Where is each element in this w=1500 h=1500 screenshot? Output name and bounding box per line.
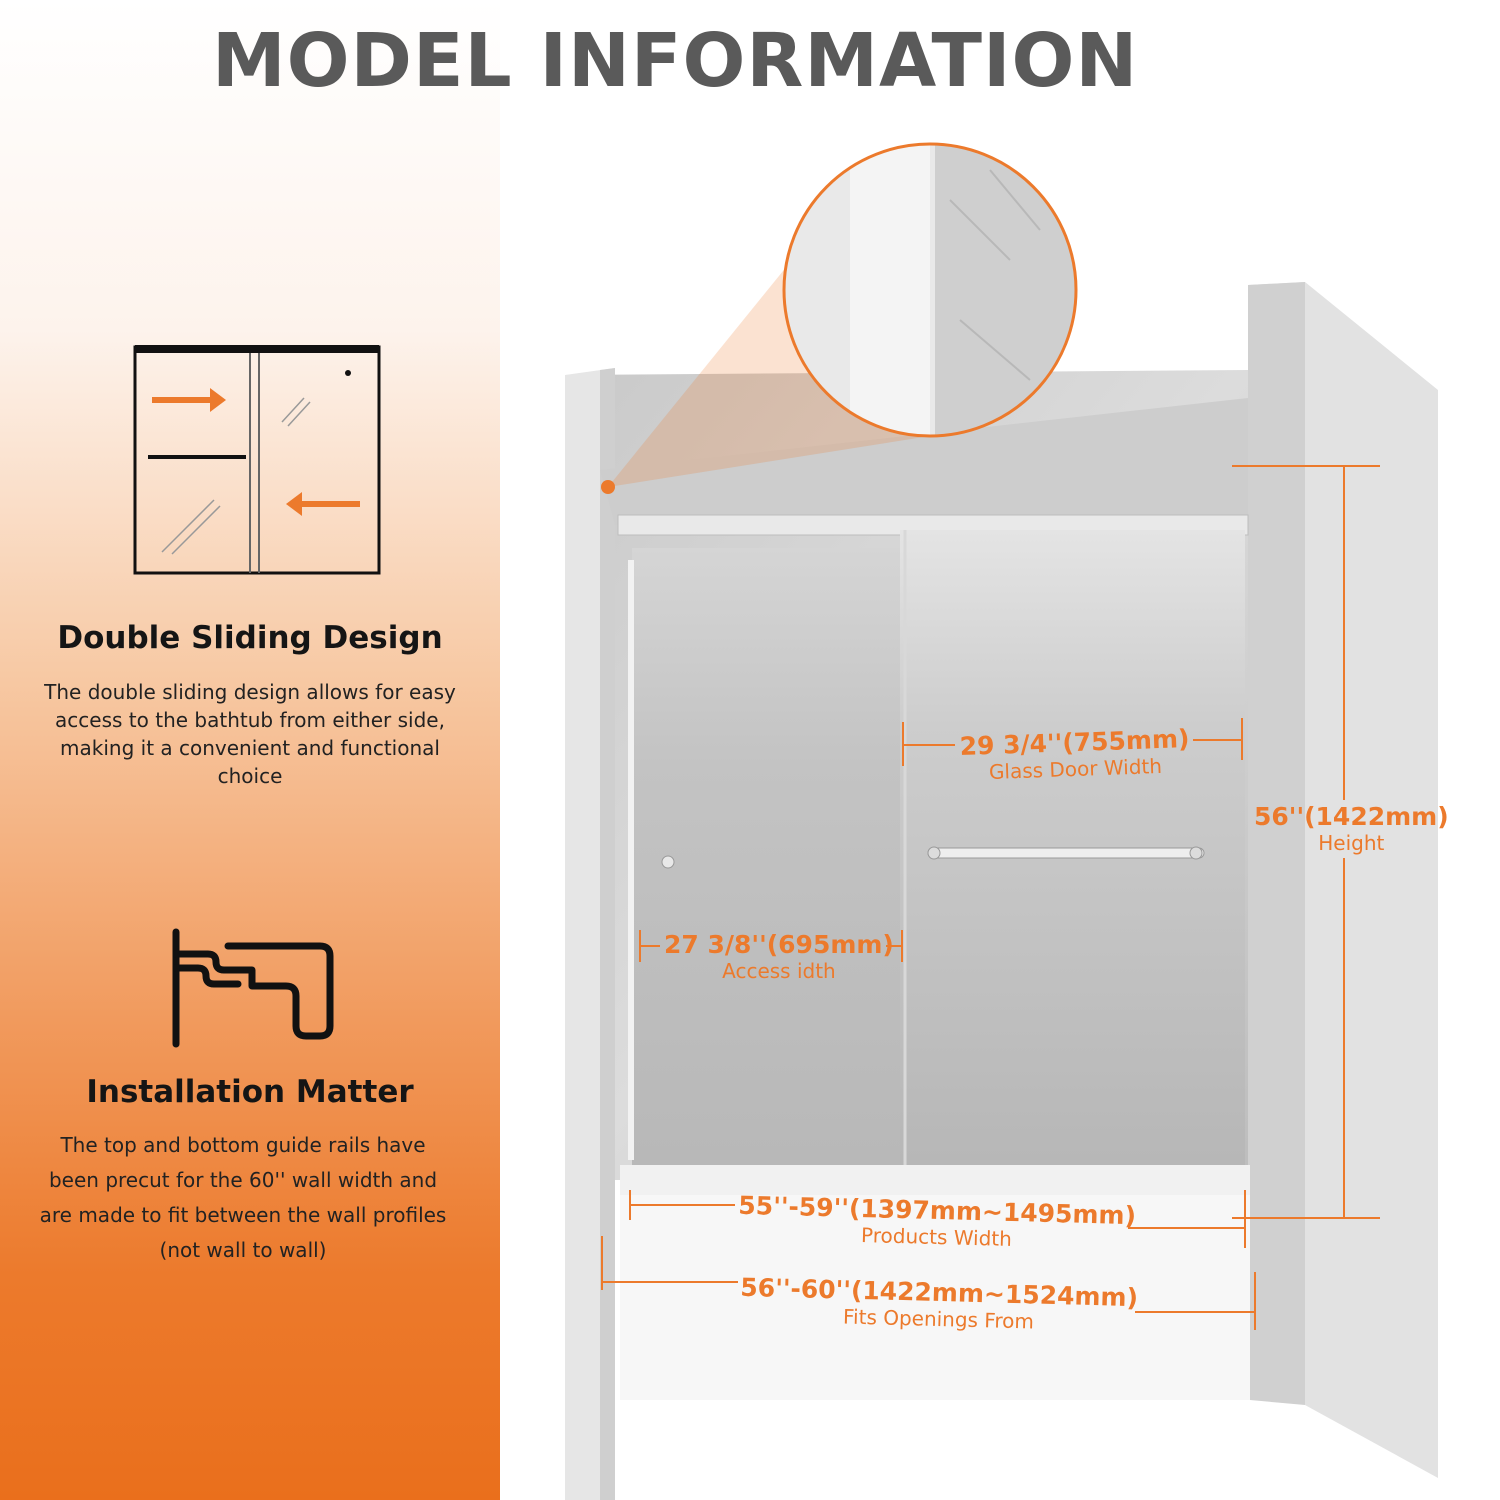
page-title: MODEL INFORMATION (212, 18, 1139, 104)
dim-label: Access idth (722, 959, 836, 983)
dim-access-width: 27 3/8''(695mm) Access idth (664, 930, 894, 983)
feature-desc-double-sliding: The double sliding design allows for eas… (20, 678, 480, 790)
desc-line: making it a convenient and functional (60, 736, 440, 760)
feature-title-installation: Installation Matter (86, 1074, 414, 1110)
desc-line: choice (217, 764, 283, 788)
dim-fits-openings: 56''-60''(1422mm~1524mm) Fits Openings F… (739, 1273, 1138, 1336)
dim-products-width: 55''-59''(1397mm~1495mm) Products Width (737, 1191, 1136, 1254)
desc-line: The top and bottom guide rails have (60, 1133, 426, 1157)
dim-height: 56''(1422mm) Height (1254, 802, 1449, 855)
dim-glass-door-width: 29 3/4''(755mm) Glass Door Width (959, 724, 1191, 785)
desc-line: The double sliding design allows for eas… (44, 680, 456, 704)
feature-title-double-sliding: Double Sliding Design (57, 620, 443, 656)
desc-line: access to the bathtub from either side, (55, 708, 445, 732)
desc-line: been precut for the 60'' wall width and (48, 1168, 438, 1192)
feature-desc-installation: The top and bottom guide rails have been… (10, 1128, 476, 1268)
shower-door-scene (565, 142, 1438, 1500)
sliding-door-diagram-icon (133, 345, 381, 575)
dim-value: 27 3/8''(695mm) (664, 930, 894, 959)
desc-line: (not wall to wall) (159, 1238, 327, 1262)
dim-label: Height (1318, 831, 1385, 855)
dim-value: 56''(1422mm) (1254, 802, 1449, 831)
left-panel-gradient (0, 0, 500, 1500)
desc-line: are made to fit between the wall profile… (39, 1203, 447, 1227)
guide-rail-profile-icon (172, 928, 334, 1048)
